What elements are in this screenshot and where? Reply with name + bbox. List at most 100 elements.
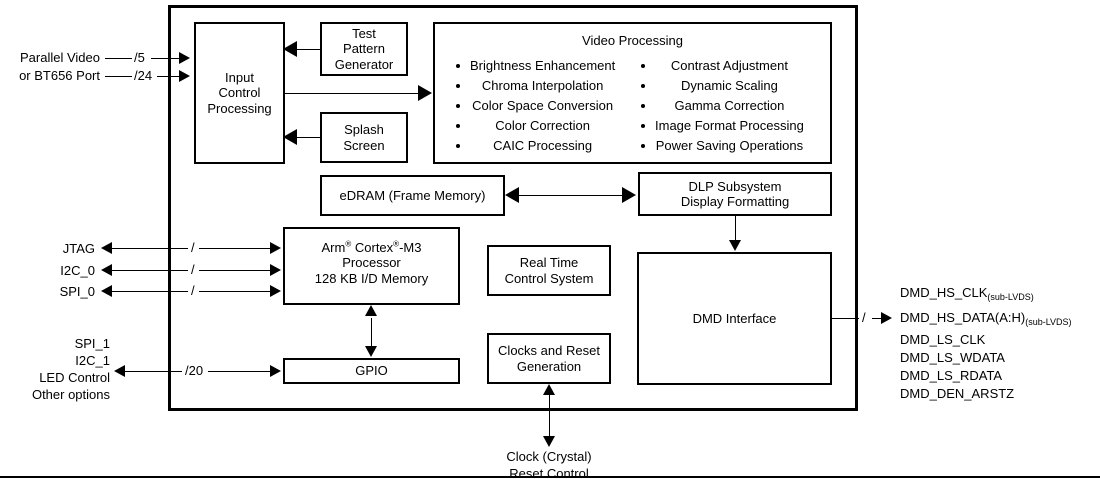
block-test-pattern-generator[interactable]: Test Pattern Generator [320, 22, 408, 76]
arrow-spi0-right [270, 285, 281, 297]
video-processing-item: Color Space Conversion [453, 96, 615, 116]
arrow-jtag-left [101, 242, 112, 254]
block-arm-processor[interactable]: Arm® Cortex®-M3 Processor 128 KB I/D Mem… [283, 227, 460, 305]
line-i2c0-b [199, 270, 271, 271]
line-gpio-out-b [208, 371, 271, 372]
line-i2c0-a [112, 270, 188, 271]
arm-trademark-name: Arm [321, 240, 346, 255]
dmd-output-signal: DMD_DEN_ARSTZ [900, 386, 1014, 402]
arrow-i2c0-left [101, 264, 112, 276]
input-width-24: /24 [134, 68, 153, 83]
external-clock-label-line1: Clock (Crystal) [506, 449, 592, 464]
arrow-clock-up [543, 384, 555, 395]
block-edram-label: eDRAM (Frame Memory) [339, 187, 486, 203]
registered-icon: ® [345, 239, 352, 249]
block-splash-screen-label: Splash Screen [343, 122, 385, 153]
block-arm-processor-line1: Arm® Cortex®-M3 [285, 240, 458, 255]
arrow-jtag-right [270, 242, 281, 254]
block-dmd-interface[interactable]: DMD Interface [637, 252, 832, 385]
video-processing-item: Power Saving Operations [638, 136, 804, 156]
dmd-output-signal: DMD_HS_CLK(sub-LVDS) [900, 285, 1034, 302]
cortex-trademark-name: Cortex [351, 240, 394, 255]
line-splash-to-input [297, 137, 321, 138]
video-processing-left-column: Brightness Enhancement Chroma Interpolat… [453, 56, 615, 156]
gpio-signal-led-control: LED Control [39, 370, 110, 385]
video-processing-item: Chroma Interpolation [453, 76, 615, 96]
video-processing-item: Image Format Processing [638, 116, 804, 136]
line-clock-external [549, 395, 550, 437]
block-splash-screen[interactable]: Splash Screen [320, 112, 408, 163]
gpio-signal-i2c1: I2C_1 [75, 353, 110, 368]
arrow-spi0-left [101, 285, 112, 297]
line-jtag-b [199, 248, 271, 249]
video-processing-right-column: Contrast Adjustment Dynamic Scaling Gamm… [638, 56, 804, 156]
signal-width-i2c0: / [191, 262, 195, 277]
line-jtag-a [112, 248, 188, 249]
arrow-i2c0-right [270, 264, 281, 276]
input-width-5: /5 [134, 50, 145, 65]
processor-variant: -M3 [399, 240, 422, 255]
video-processing-item: Dynamic Scaling [638, 76, 804, 96]
signal-label-spi0: SPI_0 [59, 284, 95, 299]
page-bottom-rule [0, 476, 1100, 478]
line-tpg-to-input [297, 49, 321, 50]
arrow-dlp-to-dmd [729, 240, 741, 251]
line-input-to-video-processing [285, 93, 420, 94]
arrow-dmd-output [881, 312, 892, 324]
dmd-output-signal: DMD_HS_DATA(A:H)(sub-LVDS) [900, 310, 1072, 327]
dmd-output-signal-name: DMD_DEN_ARSTZ [900, 386, 1015, 401]
arrow-processor-up [365, 305, 377, 316]
line-processor-to-gpio [371, 318, 372, 346]
video-processing-item: Gamma Correction [638, 96, 804, 116]
input-port-label-line1: Parallel Video [20, 50, 100, 65]
arrow-input-to-video-processing [418, 85, 432, 101]
arrow-splash-to-input [283, 129, 297, 145]
line-dlp-to-dmd [735, 216, 736, 241]
block-input-control-processing-label: Input Control Processing [207, 70, 272, 116]
block-real-time-control-system-label: Real Time Control System [504, 255, 594, 286]
block-clocks-reset-generation-label: Clocks and Reset Generation [498, 343, 600, 374]
dmd-output-signal-suffix: (sub-LVDS) [1025, 317, 1072, 327]
line-dmd-output-a [832, 318, 859, 319]
dmd-output-signal: DMD_LS_WDATA [900, 350, 1005, 366]
input-port-label-line2: or BT656 Port [19, 68, 100, 83]
block-real-time-control-system[interactable]: Real Time Control System [487, 245, 611, 296]
dmd-output-signal: DMD_LS_RDATA [900, 368, 1002, 384]
arrow-edram-left [505, 187, 519, 203]
external-clock-label-line2: Reset Control [509, 466, 589, 479]
line-spi0-a [112, 291, 188, 292]
dmd-output-width: / [862, 310, 866, 325]
video-processing-item: Color Correction [453, 116, 615, 136]
dmd-output-signal-name: DMD_LS_WDATA [900, 350, 1005, 365]
video-processing-item: Brightness Enhancement [453, 56, 615, 76]
registered-icon: ® [393, 239, 400, 249]
input-line-24b [157, 76, 181, 77]
block-gpio-label: GPIO [355, 363, 388, 379]
input-line-24 [105, 76, 132, 77]
block-arm-processor-line3: 128 KB I/D Memory [314, 270, 429, 286]
video-processing-item: CAIC Processing [453, 136, 615, 156]
block-clocks-reset-generation[interactable]: Clocks and Reset Generation [487, 333, 611, 384]
chip-boundary [168, 5, 858, 411]
dmd-output-signal-suffix: (sub-LVDS) [987, 292, 1034, 302]
block-edram[interactable]: eDRAM (Frame Memory) [320, 175, 505, 216]
arrow-clock-down [543, 436, 555, 447]
block-video-processing[interactable]: Video Processing Brightness Enhancement … [433, 22, 832, 164]
input-line-5 [105, 58, 132, 59]
block-dlp-subsystem-label: DLP Subsystem Display Formatting [680, 178, 790, 209]
block-gpio[interactable]: GPIO [283, 358, 460, 384]
block-arm-processor-line2: Processor [342, 255, 401, 271]
dmd-output-signal-name: DMD_HS_DATA(A:H) [900, 310, 1026, 325]
dmd-output-signal-name: DMD_HS_CLK [900, 285, 988, 300]
block-input-control-processing[interactable]: Input Control Processing [194, 22, 285, 164]
signal-width-jtag: / [191, 240, 195, 255]
arrow-gpio-out-right [270, 365, 281, 377]
dmd-output-signal-name: DMD_LS_RDATA [900, 368, 1003, 383]
line-gpio-out-a [125, 371, 182, 372]
input-arrow-24 [179, 70, 190, 82]
block-dmd-interface-label: DMD Interface [692, 310, 777, 326]
arrow-gpio-out-left [114, 365, 125, 377]
block-dlp-subsystem[interactable]: DLP Subsystem Display Formatting [638, 172, 832, 216]
video-processing-item: Contrast Adjustment [638, 56, 804, 76]
